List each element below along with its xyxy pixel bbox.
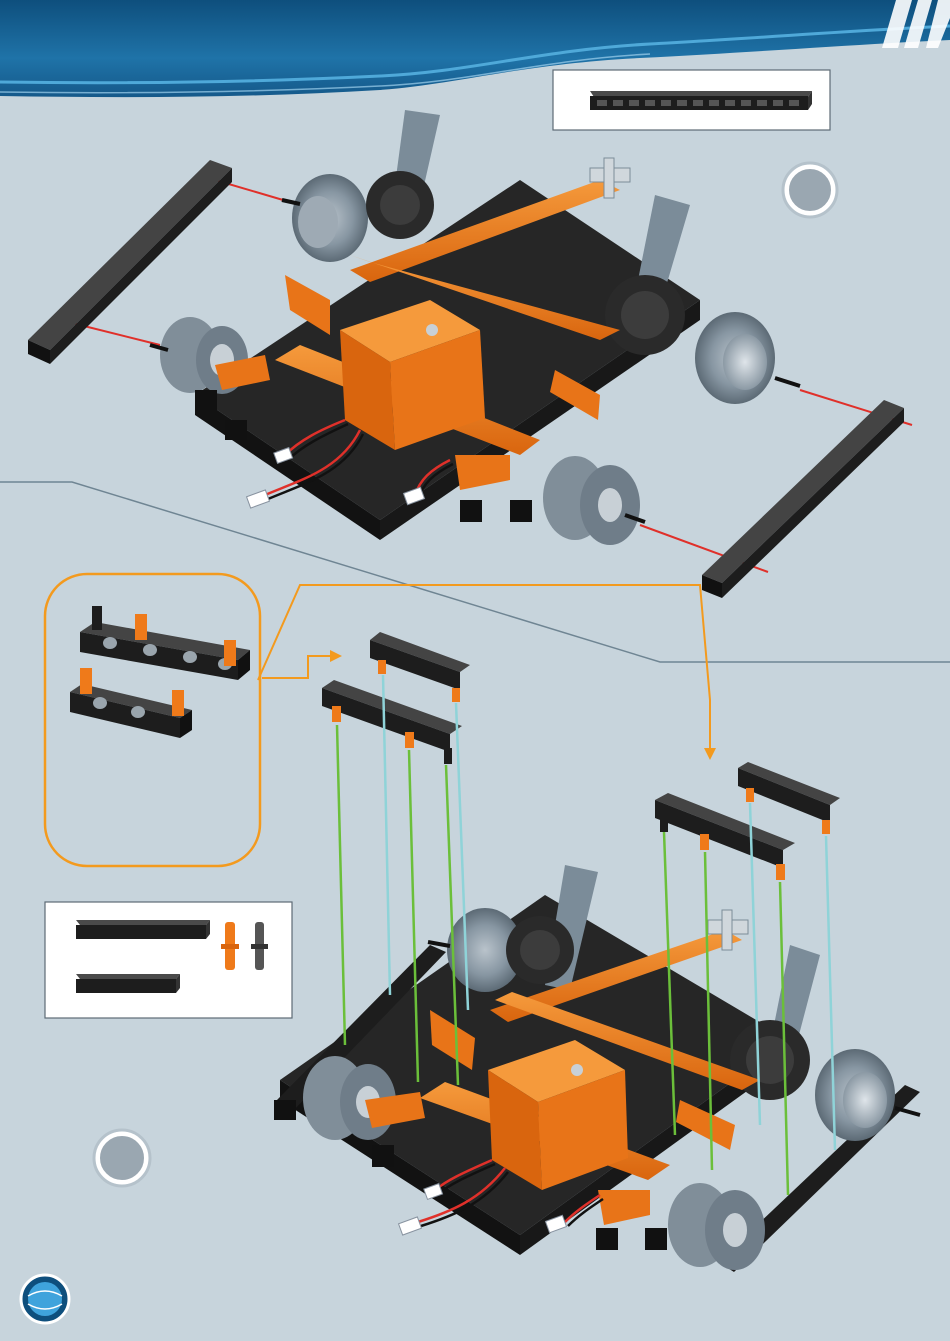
beam-5-part [76, 974, 180, 993]
step-2-assembly [274, 632, 920, 1272]
beam-13-part [590, 91, 812, 110]
callout-beam-7 [80, 606, 250, 680]
gear-front-bottom-2 [668, 1183, 765, 1270]
gear-front-bottom [543, 456, 645, 545]
loose-beam-right [702, 400, 904, 598]
gear-middle-right [605, 275, 685, 355]
floating-beam-5-right [738, 762, 840, 834]
wheel-back-left [282, 174, 368, 262]
parts-box-step-2 [45, 902, 292, 1018]
floating-beam-5-left [370, 632, 470, 702]
floating-beam-7-right [655, 793, 795, 880]
gear-back-left-2 [506, 916, 574, 984]
step-badge-1 [783, 163, 837, 217]
gear-back-left [366, 171, 434, 239]
step-1-assembly [28, 110, 912, 598]
floating-beam-7-left [322, 680, 462, 764]
page-number-badge [21, 1275, 69, 1323]
step-badge-2 [94, 1130, 150, 1186]
beam-7-part [76, 920, 210, 939]
wheel-front-right [695, 312, 800, 404]
orange-liftarm [455, 455, 510, 490]
parts-box-step-1 [553, 70, 830, 130]
callout-beam-5 [70, 668, 192, 738]
